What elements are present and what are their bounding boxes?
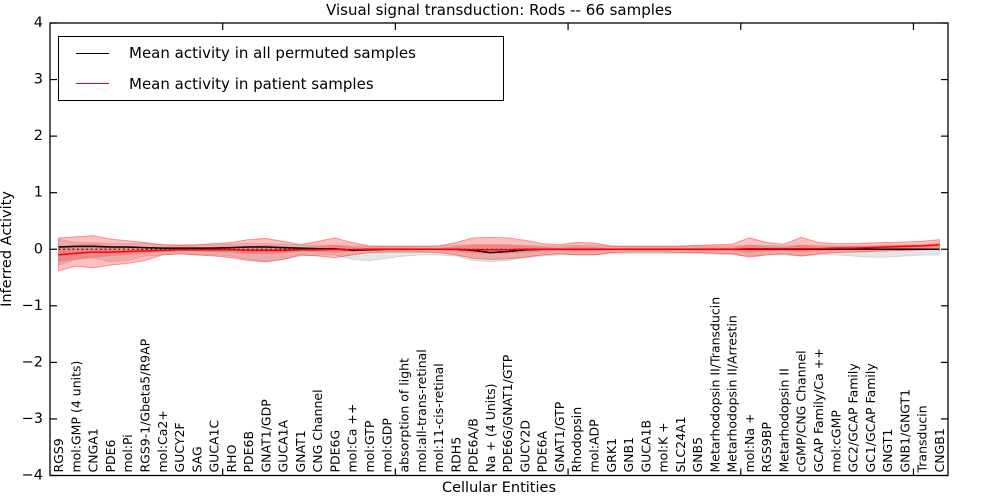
category-label: PDE6G bbox=[327, 430, 342, 473]
category-label: GNGT1 bbox=[880, 429, 895, 473]
y-tick-label: 2 bbox=[34, 128, 43, 144]
category-label: mol:Na + bbox=[742, 414, 757, 473]
category-label: GC1/GCAP Family bbox=[863, 363, 878, 473]
category-label: Metarhodopsin II/Transducin bbox=[707, 297, 722, 473]
chart-title: Visual signal transduction: Rods -- 66 s… bbox=[326, 1, 672, 19]
category-label: mol:GTP bbox=[362, 420, 377, 472]
category-label: RGS9 bbox=[51, 438, 66, 472]
category-label: GC2/GCAP Family bbox=[846, 363, 861, 473]
category-label: CNG Channel bbox=[310, 389, 325, 472]
category-label: GUCY2D bbox=[517, 420, 532, 473]
y-tick-label: 1 bbox=[34, 185, 43, 201]
category-label: GUCA1C bbox=[207, 419, 222, 472]
category-label: mol:Ca2+ bbox=[155, 410, 170, 472]
category-label: PDE6G/GNAT1/GTP bbox=[500, 354, 515, 472]
category-label: mol:all-trans-retinal bbox=[414, 349, 429, 472]
category-label: RGS9BP bbox=[759, 422, 774, 473]
category-label: mol:GMP (4 units) bbox=[68, 361, 83, 473]
category-label: Metarhodopsin II bbox=[776, 368, 791, 472]
legend: Mean activity in all permuted samples Me… bbox=[58, 36, 504, 101]
category-label: GRK1 bbox=[604, 438, 619, 473]
y-tick-label: 0 bbox=[34, 241, 43, 257]
category-label: GUCA1A bbox=[276, 419, 291, 472]
category-label: mol:Ca ++ bbox=[345, 404, 360, 473]
category-label: mol:GDP bbox=[379, 418, 394, 473]
category-label: GNB5 bbox=[690, 437, 705, 473]
category-label: RHO bbox=[224, 444, 239, 472]
category-label: mol:Pi bbox=[120, 434, 135, 472]
category-label: Na + (4 Units) bbox=[483, 383, 498, 472]
y-tick-label: −2 bbox=[22, 354, 43, 370]
y-tick-label: −3 bbox=[22, 411, 43, 427]
legend-label-patient: Mean activity in patient samples bbox=[129, 74, 374, 93]
category-label: PDE6A/B bbox=[466, 418, 481, 472]
legend-line-patient-icon bbox=[76, 83, 109, 85]
category-label: GCAP Family/Ca ++ bbox=[811, 348, 826, 472]
category-label: RDH5 bbox=[448, 437, 463, 473]
category-label: Metarhodopsin II/Arrestin bbox=[725, 315, 740, 472]
y-tick-label: −4 bbox=[22, 468, 43, 484]
legend-line-permuted-icon bbox=[76, 52, 109, 54]
legend-label-permuted: Mean activity in all permuted samples bbox=[129, 44, 416, 63]
category-label: PDE6B bbox=[241, 431, 256, 473]
category-label: GUCA1B bbox=[638, 420, 653, 473]
legend-entry-permuted: Mean activity in all permuted samples bbox=[76, 39, 503, 67]
y-axis-label: Inferred Activity bbox=[0, 191, 15, 307]
category-label: CNGA1 bbox=[86, 428, 101, 472]
category-label: Rhodopsin bbox=[569, 407, 584, 473]
category-label: mol:11-cis-retinal bbox=[431, 363, 446, 472]
category-label: GNAT1 bbox=[293, 430, 308, 472]
category-label: RGS9-1/Gbeta5/R9AP bbox=[137, 338, 152, 472]
category-label: SAG bbox=[189, 446, 204, 472]
category-label: PDE6 bbox=[103, 439, 118, 472]
category-label: GUCY2F bbox=[172, 422, 187, 472]
category-label: PDE6A bbox=[535, 430, 550, 472]
legend-entry-patient: Mean activity in patient samples bbox=[76, 70, 503, 98]
category-label: SLC24A1 bbox=[673, 416, 688, 472]
x-axis-label: Cellular Entities bbox=[442, 480, 556, 496]
category-label: mol:cGMP bbox=[828, 410, 843, 473]
category-label: GNB1/GNGT1 bbox=[897, 389, 912, 473]
y-tick-label: 4 bbox=[34, 15, 43, 31]
category-label: GNB1 bbox=[621, 437, 636, 473]
category-label: Transducin bbox=[915, 405, 930, 473]
series-line-1 bbox=[58, 243, 940, 256]
y-tick-label: −1 bbox=[22, 298, 43, 314]
category-label: GNAT1/GTP bbox=[552, 401, 567, 472]
category-label: GNAT1/GDP bbox=[258, 399, 273, 473]
y-tick-label: 3 bbox=[34, 72, 43, 88]
category-label: mol:ADP bbox=[586, 419, 601, 473]
category-label: cGMP/CNG Channel bbox=[794, 350, 809, 472]
category-label: CNGB1 bbox=[932, 428, 947, 472]
category-label: mol:K + bbox=[656, 422, 671, 472]
category-label: absorption of light bbox=[397, 358, 412, 473]
